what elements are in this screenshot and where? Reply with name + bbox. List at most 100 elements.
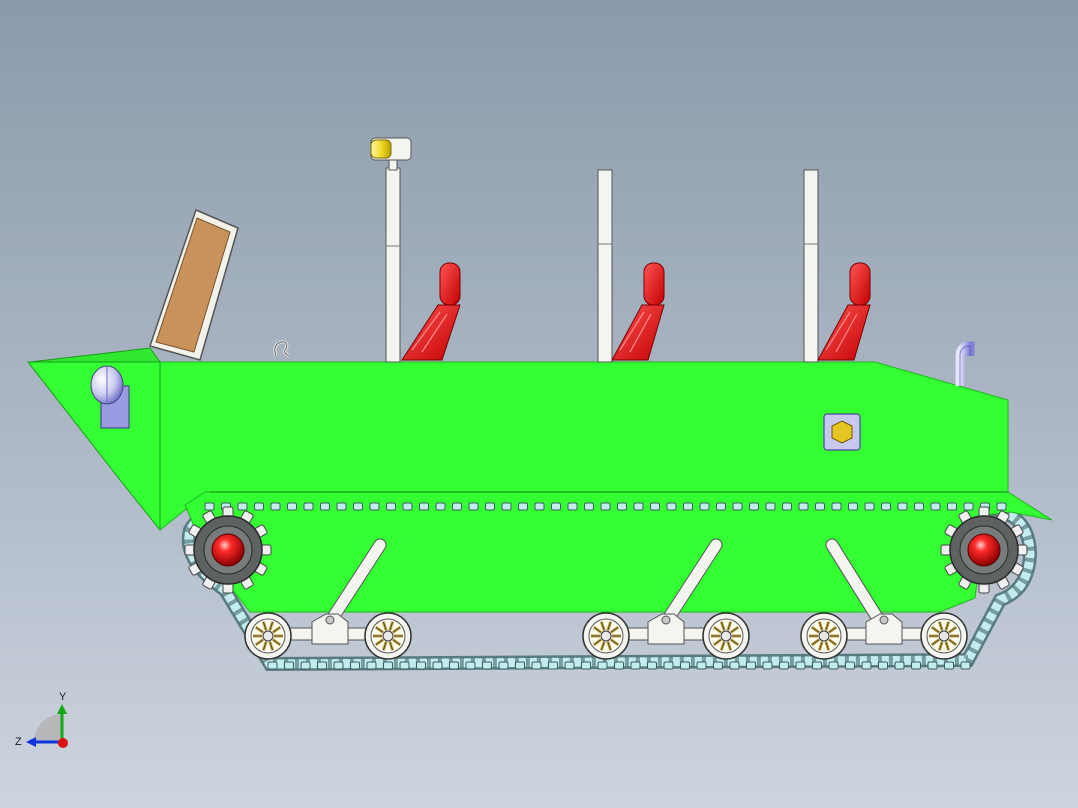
track-lower-run [267, 661, 971, 670]
road-wheel-spoke-edge [610, 626, 619, 633]
track-link [815, 502, 825, 511]
road-wheel[interactable] [702, 612, 750, 660]
track-link [303, 502, 314, 511]
track-link [564, 661, 575, 670]
track-link [287, 502, 297, 511]
road-wheel-spoke-edge [720, 621, 725, 631]
sprocket-hub [967, 533, 1001, 567]
seat-3[interactable] [817, 262, 871, 361]
track-link [746, 661, 756, 670]
beacon-light[interactable] [370, 137, 412, 161]
track-link [369, 502, 380, 511]
road-wheel-hub [262, 630, 274, 642]
track-link [848, 502, 858, 511]
track-link [399, 661, 410, 670]
seat-post-1[interactable] [385, 159, 401, 363]
track-link [960, 661, 971, 670]
track-link [911, 661, 921, 670]
track-link [947, 502, 957, 511]
road-wheel-spoke-edge [713, 639, 722, 646]
road-wheels[interactable] [244, 612, 968, 660]
track-link [878, 661, 888, 670]
track-link [317, 661, 327, 670]
track-link [366, 661, 377, 670]
road-wheel[interactable] [800, 612, 848, 660]
track-link [485, 502, 495, 511]
road-wheel-spoke-edge [818, 641, 823, 651]
road-wheel-spoke-edge [610, 639, 619, 646]
track-link [597, 661, 608, 670]
suspension-arm-3[interactable] [825, 538, 887, 629]
seat-2[interactable] [611, 262, 665, 361]
road-wheel-spoke-edge [938, 641, 943, 651]
track-link [647, 661, 657, 670]
road-wheel-hub [818, 630, 830, 642]
front-sprocket[interactable] [940, 506, 1028, 594]
track-link [465, 661, 476, 670]
view-orientation-triad[interactable]: Y Z [15, 691, 68, 748]
road-wheel-spoke-edge [389, 641, 394, 651]
suspension-arm-2[interactable] [659, 538, 723, 629]
headlight[interactable] [90, 365, 130, 429]
track-link [333, 661, 344, 670]
road-wheel-spoke-edge [948, 639, 957, 646]
road-wheel[interactable] [364, 612, 412, 660]
bogie-bracket-2 [625, 613, 727, 645]
track-link [713, 661, 723, 670]
track-upper-run [204, 502, 1007, 511]
road-wheel-spoke-edge [262, 641, 267, 651]
road-wheel-spoke-edge [255, 639, 264, 646]
track-link [795, 661, 806, 670]
road-wheel-spoke-edge [593, 639, 602, 646]
track-link [762, 661, 773, 670]
track-link [204, 502, 215, 511]
seat-post-2[interactable] [597, 169, 613, 363]
track-link [518, 502, 528, 511]
road-wheel-hub [938, 630, 950, 642]
track-link [498, 661, 509, 670]
road-wheel[interactable] [920, 612, 968, 660]
track-link [350, 661, 360, 670]
track-link [680, 661, 690, 670]
seat-1[interactable] [401, 262, 461, 361]
seat-post-3[interactable] [803, 169, 819, 363]
road-wheel[interactable] [244, 612, 292, 660]
fuel-cap[interactable] [823, 413, 861, 451]
track-link [270, 502, 281, 511]
track-link [864, 502, 875, 511]
triad-y-label: Y [59, 691, 67, 703]
windshield[interactable] [149, 208, 239, 361]
triad-z-label: Z [15, 736, 22, 748]
triad-plane-shading [34, 714, 62, 742]
road-wheel-spoke-edge [931, 626, 940, 633]
road-wheel[interactable] [582, 612, 630, 660]
exhaust-pipe[interactable] [955, 341, 975, 386]
track-link [548, 661, 558, 670]
hull[interactable] [26, 347, 1053, 613]
road-wheel-spoke-edge [382, 621, 387, 631]
road-wheel-spoke-edge [727, 641, 732, 651]
track-link [996, 502, 1007, 511]
track-link [254, 502, 264, 511]
road-wheel-hub [382, 630, 394, 642]
road-wheel-spoke-edge [392, 626, 401, 633]
track-link [534, 502, 545, 511]
track-link [729, 661, 740, 670]
road-wheel-spoke-edge [392, 639, 401, 646]
road-wheel-spoke-edge [727, 621, 732, 631]
track-link [237, 502, 248, 511]
road-wheel-spoke-edge [948, 626, 957, 633]
track-link [614, 661, 624, 670]
road-wheel-spoke-edge [269, 621, 274, 631]
track-link [419, 502, 429, 511]
track-link [300, 661, 311, 670]
track-link [831, 502, 842, 511]
suspension-arm-1[interactable] [323, 538, 387, 629]
track-link [944, 661, 954, 670]
track-link [914, 502, 924, 511]
road-wheel-spoke-edge [272, 639, 281, 646]
rear-sprocket[interactable] [184, 506, 272, 594]
track-link [432, 661, 443, 670]
